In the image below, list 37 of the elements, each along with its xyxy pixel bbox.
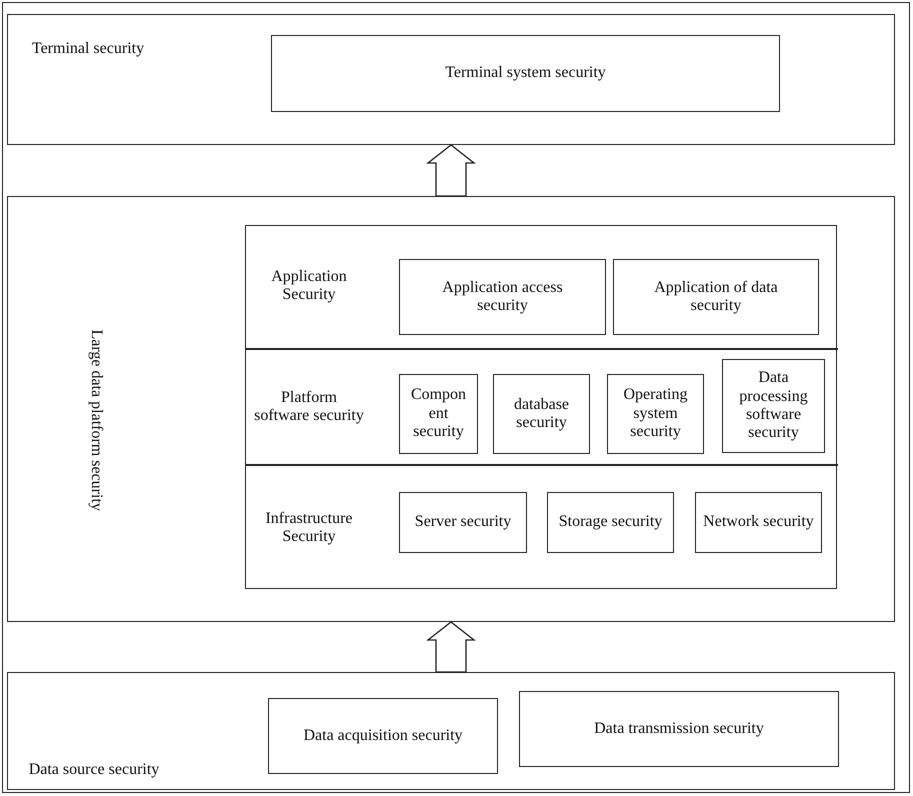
component-label: Application of data security [653, 278, 779, 316]
component-label: Data acquisition security [303, 726, 463, 746]
block-arrow [426, 621, 476, 673]
group-label: Platform software security [254, 388, 364, 426]
component-box [607, 374, 704, 454]
group-box [7, 672, 895, 790]
component-box [695, 492, 822, 553]
layer-frame [245, 225, 837, 589]
component-label: Compon ent security [410, 386, 468, 442]
group-label: Application Security [270, 266, 348, 305]
component-label: Storage security [558, 513, 662, 532]
component-box [519, 691, 839, 767]
component-box [399, 374, 478, 454]
group-box [7, 196, 895, 622]
component-label: Network security [703, 513, 814, 532]
component-label: Terminal system security [445, 64, 606, 83]
group-label: Terminal security [30, 38, 146, 59]
component-box [547, 492, 674, 553]
group-label: Infrastructure Security [264, 508, 354, 547]
component-label: database security [512, 396, 570, 432]
group-label: Data source security [28, 760, 160, 780]
component-box [399, 492, 527, 553]
component-label: Data processing software security [738, 369, 809, 443]
component-box [268, 698, 498, 774]
component-box [722, 359, 825, 453]
block-arrow [426, 144, 476, 197]
group-box [7, 14, 895, 145]
component-box [399, 259, 606, 335]
layer-band [246, 349, 838, 465]
component-label: Operating system security [622, 386, 688, 442]
component-label: Data transmission security [594, 720, 764, 738]
component-box [271, 35, 780, 112]
component-label: Application access security [441, 278, 564, 316]
group-label: Large data platform security [87, 328, 106, 513]
component-box [613, 259, 819, 335]
component-label: Server security [414, 513, 512, 532]
component-box [493, 374, 590, 454]
